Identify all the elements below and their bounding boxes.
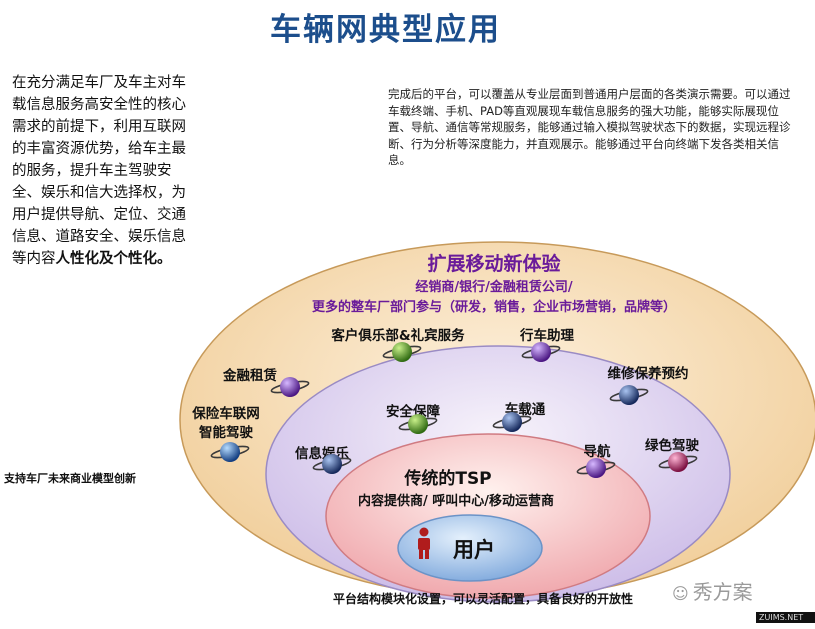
label-insurance-2: 智能驾驶	[199, 424, 253, 441]
label-insurance-1: 保险车联网	[191, 405, 260, 422]
label-navigation: 导航	[584, 443, 612, 460]
label-infotainment: 信息娱乐	[295, 445, 349, 462]
watermark-site: ZUIMS.NET	[756, 612, 815, 623]
page-title: 车辆网典型应用	[270, 12, 501, 48]
label-green-driving: 绿色驾驶	[645, 437, 699, 454]
label-maintenance: 维修保养预约	[608, 365, 689, 382]
planet-icon	[210, 442, 250, 462]
planet-icon	[382, 342, 422, 362]
wechat-icon: ☺	[672, 584, 689, 603]
planet-icon	[609, 385, 649, 405]
planet-icon	[398, 414, 438, 434]
planet-icon	[658, 452, 698, 472]
planet-icon	[576, 458, 616, 478]
intro-text: 在充分满足车厂及车主对车载信息服务高安全性的核心需求的前提下，利用互联网的丰富资…	[12, 72, 196, 270]
outer-title: 扩展移动新体验	[427, 252, 561, 275]
label-customer-club: 客户俱乐部&礼宾服务	[330, 327, 465, 344]
tsp-subtitle: 内容提供商/ 呼叫中心/移动运营商	[358, 493, 554, 509]
planet-icon	[521, 342, 561, 362]
modular-platform-note: 平台结构模块化设置，可以灵活配置，具备良好的开放性	[333, 592, 634, 606]
label-safety: 安全保障	[386, 403, 440, 420]
person-icon	[418, 527, 430, 559]
label-driving-assistant: 行车助理	[519, 327, 574, 344]
intro-text-bold: 人性化及个性化。	[55, 251, 172, 267]
tsp-title: 传统的TSP	[403, 468, 491, 489]
user-label: 用户	[453, 538, 495, 562]
platform-description: 完成后的平台，可以覆盖从专业层面到普通用户层面的各类演示需要。可以通过车载终端、…	[388, 87, 791, 167]
planet-icon	[492, 412, 532, 432]
watermark-text: 秀方案	[692, 580, 753, 604]
intro-text-main: 在充分满足车厂及车主对车载信息服务高安全性的核心需求的前提下，利用互联网的丰富资…	[12, 75, 186, 267]
outer-line2: 更多的整车厂部门参与（研发，销售，企业市场营销，品牌等）	[312, 299, 676, 315]
user-ellipse	[397, 514, 543, 582]
outer-line1: 经销商/银行/金融租赁公司/	[415, 279, 572, 295]
watermark: ☺秀方案	[672, 576, 812, 606]
planet-icon	[312, 454, 352, 474]
label-finance-lease: 金融租赁	[222, 367, 277, 384]
business-model-note: 支持车厂未来商业模型创新	[4, 472, 136, 485]
planet-icon	[270, 377, 310, 397]
